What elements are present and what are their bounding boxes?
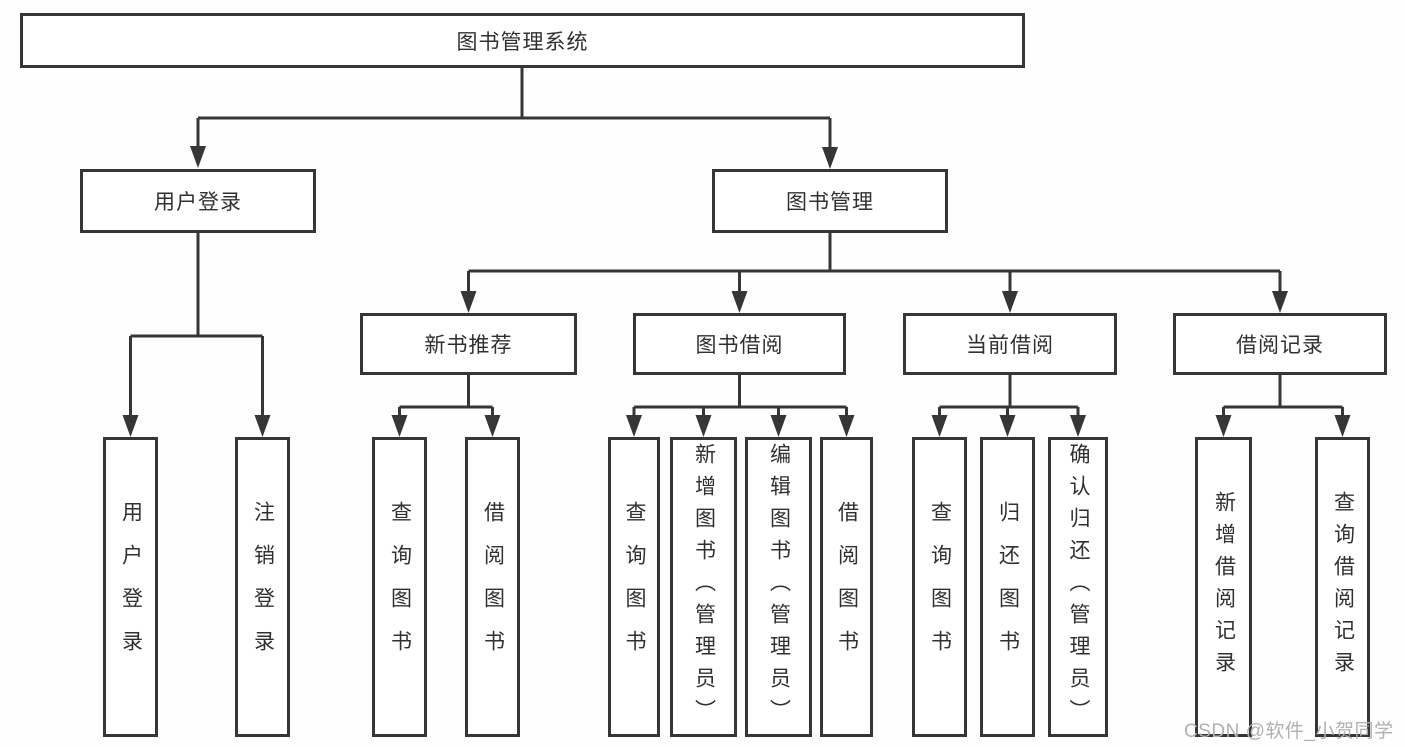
node-book-borrowing-label: 图书借阅 [695, 334, 784, 357]
node-leaf-current-confirm-return-admin: 确认归还（管理员） [1048, 437, 1108, 737]
node-new-book-recommend-label: 新书推荐 [424, 334, 513, 357]
node-book-borrowing: 图书借阅 [633, 313, 846, 375]
node-leaf-borrow-add-books-admin: 新增图书（管理员） [670, 437, 737, 737]
node-leaf-user-login: 用户登录 [103, 437, 158, 737]
node-leaf-current-return-books: 归还图书 [980, 437, 1035, 737]
node-user-login: 用户登录 [80, 169, 316, 233]
node-borrowing-records: 借阅记录 [1173, 313, 1387, 375]
node-leaf-logout: 注销登录 [235, 437, 290, 737]
node-leaf-borrow-query-books: 查询图书 [608, 437, 660, 737]
node-current-borrowing-label: 当前借阅 [966, 334, 1054, 357]
node-leaf-records-query-record: 查询借阅记录 [1315, 437, 1370, 737]
node-leaf-current-query-books: 查询图书 [912, 437, 967, 737]
node-leaf-records-add-record: 新增借阅记录 [1195, 437, 1252, 737]
node-new-book-recommend: 新书推荐 [360, 313, 577, 375]
node-leaf-newbooks-borrow-books: 借阅图书 [465, 437, 520, 737]
node-leaf-borrow-edit-books-admin: 编辑图书（管理员） [745, 437, 812, 737]
node-leaf-borrow-borrow-books: 借阅图书 [820, 437, 873, 737]
node-book-management: 图书管理 [712, 169, 948, 233]
node-current-borrowing: 当前借阅 [903, 313, 1117, 375]
node-borrowing-records-label: 借阅记录 [1236, 334, 1324, 357]
node-user-login-label: 用户登录 [154, 191, 242, 214]
node-book-management-label: 图书管理 [786, 191, 874, 214]
csdn-watermark: CSDN @软件_小贺同学 [1184, 721, 1394, 742]
node-library-system: 图书管理系统 [20, 13, 1025, 68]
node-library-system-label: 图书管理系统 [456, 30, 589, 54]
node-leaf-newbooks-query-books: 查询图书 [372, 437, 427, 737]
